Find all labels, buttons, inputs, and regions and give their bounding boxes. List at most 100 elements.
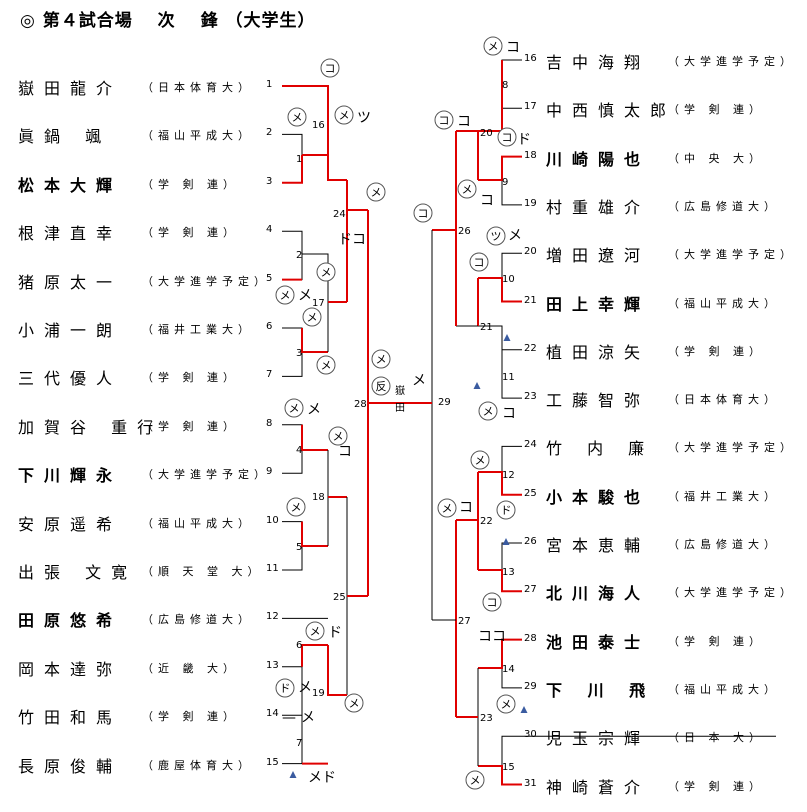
player-affiliation: （大学進学予定）: [668, 248, 796, 262]
player-name: 宮本恵輔: [546, 536, 651, 555]
bracket-line: [478, 471, 522, 496]
player-name: 加賀谷 重行: [18, 417, 164, 437]
bracket-line: [478, 277, 522, 303]
player-affiliation: （学 剣 連）: [668, 103, 765, 117]
score-mark-circle: [371, 349, 391, 369]
score-mark-circle: [328, 426, 348, 446]
score-mark-circle: [496, 694, 516, 714]
bracket-line: [302, 253, 329, 352]
bracket-label: 19: [312, 688, 325, 699]
bracket-line: [282, 155, 303, 184]
player-affiliation: （福山平成大）: [142, 129, 254, 143]
score-mark-circle: [320, 58, 340, 78]
bracket-label: 23: [480, 713, 493, 724]
score-mark: コ: [487, 596, 498, 609]
player-number: 21: [524, 294, 537, 306]
score-mark: メ: [349, 697, 360, 710]
bracket-label: 21: [480, 322, 493, 333]
player-name: 小本駿也: [546, 487, 651, 507]
player-affiliation: （福山平成大）: [668, 682, 780, 696]
score-mark: ココ: [478, 629, 506, 645]
warning-triangle-icon: [289, 771, 297, 778]
score-mark-circle: [316, 355, 336, 375]
player-affiliation: （福井工業大）: [142, 323, 254, 336]
bracket-label: 12: [502, 470, 515, 481]
score-mark: メ: [475, 454, 486, 467]
player-affiliation: （学 剣 連）: [668, 779, 765, 793]
player-affiliation: （広島修道大）: [668, 538, 780, 551]
warning-triangle-icon: [473, 382, 481, 389]
player-name: 眞鍋 颯: [18, 127, 112, 147]
score-mark: メ: [470, 774, 481, 787]
score-mark-circle: [344, 693, 364, 713]
score-mark: メ: [321, 266, 332, 279]
warning-triangle-icon: [520, 706, 528, 713]
score-mark: コ: [439, 114, 450, 127]
player-number: 7: [266, 369, 273, 381]
score-mark-circle: [366, 182, 386, 202]
score-mark: メ: [412, 373, 426, 389]
player-affiliation: （福井工業大）: [668, 489, 780, 503]
bracket-label: 15: [502, 762, 515, 773]
player-name: 田原悠希: [18, 611, 123, 631]
score-mark-circle: [434, 110, 454, 130]
player-number: 15: [266, 756, 279, 768]
score-mark-circle: [457, 179, 477, 199]
player-name: 嶽田龍介: [18, 79, 123, 98]
player-affiliation: （学 剣 連）: [668, 344, 765, 358]
player-number: 19: [524, 197, 537, 209]
score-mark-circle: [465, 770, 485, 790]
player-affiliation: （広島修道大）: [142, 613, 254, 627]
score-mark: メ: [307, 402, 321, 418]
player-name: 植田涼矢: [546, 342, 651, 362]
player-number: 13: [266, 659, 279, 671]
player-name: 工藤智弥: [546, 391, 651, 411]
player-number: 25: [524, 487, 537, 499]
bracket-line: [327, 645, 347, 696]
bracket-line: [478, 569, 522, 593]
player-name: 猪原太一: [18, 272, 123, 292]
bracket-label: 2: [296, 250, 302, 261]
score-mark-circle: [316, 262, 336, 282]
player-name: 増田遼河: [546, 246, 651, 266]
player-number: 10: [266, 514, 279, 526]
player-number: 20: [524, 246, 537, 258]
player-number: 31: [524, 777, 537, 789]
bracket-line: [478, 638, 522, 669]
player-affiliation: （日本体育大）: [668, 393, 780, 407]
score-mark: メ: [333, 430, 344, 443]
entry-line: [282, 85, 329, 155]
player-number: 18: [524, 149, 537, 161]
player-number: 16: [524, 53, 537, 64]
bracket-label: 1: [296, 154, 302, 165]
score-mark: コ: [325, 62, 336, 75]
score-mark: ド: [501, 504, 512, 517]
player-name: 松本大輝: [18, 175, 123, 195]
score-mark: メ: [280, 289, 291, 302]
player-number: 29: [524, 680, 537, 692]
player-name: 竹 内 廉: [546, 439, 655, 459]
score-mark: メ: [501, 698, 512, 711]
score-mark: メ: [298, 680, 312, 696]
score-mark: メ: [508, 228, 522, 244]
bracket-label: 6: [296, 640, 302, 651]
player-number: 26: [524, 536, 537, 547]
score-mark: コ: [338, 444, 352, 460]
score-mark-circle: [275, 678, 295, 698]
player-name: 池田泰士: [546, 632, 651, 652]
player-affiliation: （福山平成大）: [668, 296, 780, 310]
score-mark: 反: [376, 380, 387, 393]
score-mark: ド: [328, 625, 342, 641]
bracket-line: [501, 735, 522, 785]
player-affiliation: （大学進学予定）: [668, 55, 796, 68]
score-mark: メ: [376, 353, 387, 366]
player-number: 1: [266, 79, 273, 90]
score-mark-circle: [371, 376, 391, 396]
bracket-label: 17: [312, 298, 325, 309]
score-mark: ツ: [491, 230, 502, 243]
score-mark-circle: [305, 621, 325, 641]
score-mark: —: [282, 710, 296, 726]
bracket-label: 24: [333, 209, 346, 220]
score-mark: メ: [292, 111, 303, 124]
